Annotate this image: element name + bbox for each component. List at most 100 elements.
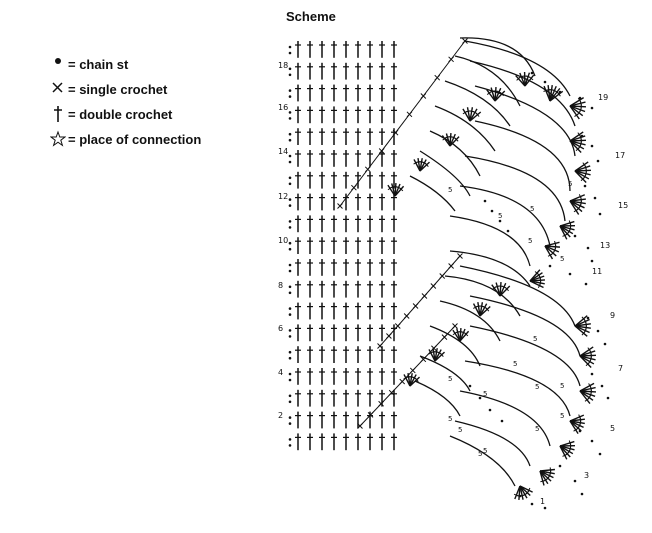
legend-label: = chain st	[68, 57, 129, 72]
grid-stitches	[288, 41, 397, 451]
shell-fan-stitch	[574, 113, 579, 117]
shell-fan-stitch	[569, 131, 584, 142]
shell-fan-stitch	[544, 245, 560, 253]
chain-arc	[444, 275, 521, 317]
chain-stitch-mark	[518, 494, 522, 498]
chain-stitch-mark	[288, 45, 292, 49]
chain-arc	[474, 85, 576, 157]
shell-fan-stitch	[449, 132, 452, 147]
diagonal-stitches	[337, 38, 468, 429]
shell-fan-stitch	[394, 185, 405, 197]
single-crochet-mark	[378, 148, 385, 154]
chain-arc	[409, 175, 456, 212]
diagonal-stitch-line	[359, 325, 456, 427]
chain-stitch-mark	[603, 342, 607, 346]
edge-row-number-label: 19	[598, 93, 608, 102]
chain-stitch-mark	[596, 159, 600, 163]
shell-fan-stitch	[579, 355, 596, 361]
row-number-label: 18	[278, 61, 288, 70]
chain-stitch-mark	[288, 160, 292, 164]
chain-stitch-mark	[530, 502, 534, 506]
dagger-icon	[54, 106, 62, 122]
shell-fan-stitch	[528, 76, 534, 81]
chain-stitch-mark	[288, 263, 292, 267]
legend-label: = place of connection	[68, 132, 202, 147]
shell-fan-stitch	[585, 361, 590, 367]
shell-fan-stitch	[434, 351, 445, 362]
chain-stitch-mark	[288, 176, 292, 180]
chain-count-label: 5	[530, 205, 534, 213]
shell-fan-stitch	[569, 97, 585, 107]
chain-arc	[449, 435, 516, 487]
chain-arcs	[409, 37, 581, 487]
single-crochet-mark	[337, 203, 343, 209]
single-crochet-mark	[439, 273, 446, 279]
single-crochet-mark	[409, 367, 416, 374]
diagonal-stitch-line	[339, 40, 466, 207]
chain-stitch-mark	[468, 384, 472, 388]
scheme-labels: 2468101214161813579111315171955555555555…	[278, 61, 628, 506]
row-number-label: 10	[278, 236, 288, 245]
legend-label: = single crochet	[68, 82, 168, 97]
shell-fan-stitch	[449, 136, 460, 147]
shell-fan-stitch	[462, 108, 471, 122]
shell-fan-stitch	[494, 87, 502, 102]
shell-fan-stitch	[574, 161, 589, 172]
chain-stitch-mark	[288, 329, 292, 332]
shell-fan-stitch	[540, 479, 546, 483]
shell-fan-stitch	[579, 390, 591, 404]
shell-fan-stitch	[574, 323, 591, 327]
chain-count-label: 5	[448, 375, 452, 383]
shell-fan-stitch	[579, 355, 592, 368]
chain-stitch-mark	[488, 408, 492, 412]
chain-arc	[449, 215, 531, 267]
edge-row-number-label: 11	[592, 267, 602, 276]
legend: = chain st = single crochet = double cro…	[50, 55, 250, 155]
shell-fan-stitch	[441, 135, 451, 147]
shell-fan-stitch	[574, 325, 591, 329]
shell-fan-stitch	[445, 133, 451, 147]
chain-stitch-mark	[598, 212, 602, 216]
single-crochet-mark	[431, 345, 437, 352]
chain-stitch-mark	[573, 479, 577, 483]
single-crochet-mark	[386, 333, 392, 339]
chain-stitch-mark	[288, 182, 292, 186]
edge-row-number-label: 15	[618, 201, 628, 210]
chain-count-label: 5	[560, 412, 564, 420]
shell-fan-stitch	[569, 105, 580, 120]
chain-stitch-mark	[590, 372, 594, 376]
shell-fan-stitch	[524, 74, 535, 87]
shell-fan-stitch	[569, 140, 582, 153]
shell-fan-stitch	[504, 286, 509, 292]
chain-stitch-mark	[288, 307, 292, 310]
chain-arc	[459, 390, 551, 447]
shell-fan-stitch	[513, 493, 519, 497]
chain-stitch-mark	[590, 106, 594, 110]
shell-fan-stitch	[574, 169, 592, 172]
chain-count-label: 5	[535, 383, 539, 391]
scheme-title: Scheme	[286, 9, 336, 24]
chain-stitch-mark	[288, 313, 292, 316]
shell-fan-stitch	[475, 112, 480, 117]
chain-stitch-mark	[578, 96, 582, 100]
shell-fan-stitch	[569, 194, 586, 202]
shell-fan-stitch	[519, 72, 526, 87]
shell-fan-stitch	[477, 302, 481, 317]
shell-fan-stitch	[559, 225, 568, 240]
shell-fan-stitch	[569, 420, 579, 435]
single-crochet-mark	[406, 111, 413, 118]
shell-fan-stitch	[524, 72, 531, 87]
chain-stitch-mark	[580, 492, 584, 496]
chain-arc	[419, 150, 471, 197]
chain-arc	[429, 130, 481, 177]
cross-icon	[52, 82, 63, 93]
shell-fan-stitch	[490, 87, 496, 102]
chain-stitch-mark	[288, 400, 292, 404]
chain-stitch-mark	[606, 396, 610, 400]
shell-fan-stitch	[569, 139, 587, 142]
shell-fan-stitch	[495, 282, 501, 297]
shell-fan-stitch	[499, 281, 502, 297]
legend-item-chain: = chain st	[50, 55, 250, 80]
chain-stitch-mark	[288, 89, 292, 92]
chain-stitch-mark	[598, 452, 602, 456]
